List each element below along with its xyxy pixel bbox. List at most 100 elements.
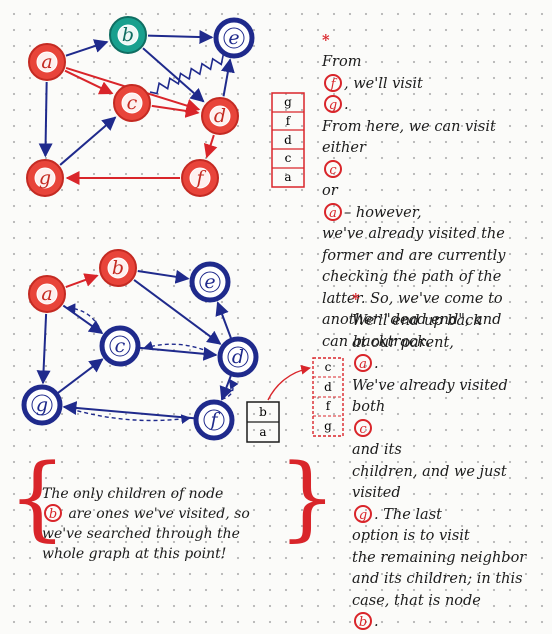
top-edge-b-d [142,47,205,103]
bottom-edge-g-c [57,358,104,394]
bottom-edge-a-g [36,313,51,385]
top-edge-a-b [65,39,109,57]
bottom-stack: b a c d f g [246,357,344,443]
bottom-left-note: The only children of node b are ones we'… [42,464,282,564]
top-node-b: b [109,16,147,54]
top-edge-a-g [38,81,53,158]
popped-stack-item-2: d [324,380,332,394]
top-node-g-inner [34,167,56,189]
bottom-node-d: d [217,336,259,378]
bottom-backtrack-g-f [63,406,192,424]
top-right-note: * From f, we'll visit g. From here, we c… [322,8,552,353]
bottom-edge-c-d [139,346,218,361]
top-node-e-label: e [228,27,239,49]
bottom-node-g-inner [31,394,53,416]
nodes-layer: a b e c d g f a b e c d g f [21,16,259,441]
bottom-node-e: e [189,261,231,303]
top-node-d: d [201,97,239,135]
note-text: are ones we've visited, so we've searche… [42,506,250,562]
bottom-node-f-inner [203,409,225,431]
top-node-f-inner [189,167,211,189]
bottom-node-c-inner [109,335,131,357]
bottom-node-a-label: a [41,283,52,305]
bottom-node-b-inner [107,257,129,279]
top-node-c-inner [121,92,143,114]
top-stack-item-1: g [284,95,292,109]
note-text: The only children of node [42,486,224,502]
node-ref-f: f [324,73,342,92]
bottom-node-a: a [28,275,66,313]
top-node-c: c [113,84,151,122]
bottom-node-d-inner [227,346,249,368]
node-ref-a: a [354,354,372,372]
note-text: . We've already visited both [352,356,508,415]
top-node-a-label: a [41,51,52,73]
top-node-g: g [26,159,64,197]
note-text: . The last option is to visit the remain… [352,506,527,609]
node-ref-c: c [354,418,372,437]
bottom-node-d-label: d [232,346,244,368]
bottom-stack-item-2: a [259,425,266,439]
bottom-node-c: c [99,325,141,367]
top-edge-b-e [147,30,214,45]
node-ref-g: g [354,504,372,523]
top-edge-d-e [220,58,235,97]
bottom-node-e-label: e [204,271,215,293]
note-text: and its children, and we just visited [352,442,507,501]
note-text: , we'll visit [344,75,423,92]
top-node-b-label: b [122,24,134,46]
top-node-a: a [28,43,66,81]
edges-layer [36,30,239,424]
top-stack-item-4: c [285,151,292,165]
note-text: We'll end up back at our parent, [352,313,483,351]
top-edge-a-c [64,69,114,95]
bottom-right-note: * We'll end up back at our parent, a. We… [352,267,552,634]
note-text: . From here, we can visit either [322,97,496,156]
crossed-out-edge [149,53,225,95]
top-node-d-label: d [214,105,226,127]
note-text: or [322,183,338,199]
bottom-edge-b-d [133,279,222,345]
bottom-edge-a-b [65,273,99,289]
top-edge-d-f [203,134,218,159]
top-node-e: e [213,17,255,59]
close-brace: } [278,444,337,551]
open-brace: { [8,444,67,551]
bottom-node-f: f [193,399,235,441]
bottom-edge-b-e [137,269,190,284]
bottom-node-g: g [21,384,63,426]
popped-stack-item-1: c [325,360,332,374]
bottom-backtrack-c-a [65,303,103,334]
top-node-c-label: c [127,92,138,114]
bottom-backtrack-d-c [142,341,217,356]
bottom-node-c-label: c [115,335,126,357]
top-node-e-inner [223,27,245,49]
bottom-edge-d-e [215,301,232,339]
bottom-node-e-inner [199,271,221,293]
top-node-a-inner [36,51,58,73]
star-marker: * [322,31,330,49]
top-node-g-label: g [39,167,51,189]
bottom-node-g-label: g [36,394,48,416]
note-text: From [322,54,362,70]
note-text: – however, we've already visited the for… [322,204,506,350]
top-node-b-inner [117,24,139,46]
top-stack-item-5: a [284,170,291,184]
top-stack-item-2: f [286,114,292,128]
top-stack-item-3: d [284,133,292,147]
bottom-node-a-inner [36,283,58,305]
bottom-node-f-label: f [208,409,220,431]
bottom-stack-item-1: b [259,405,267,419]
bottom-edge-f-g [62,401,195,420]
node-ref-c: c [324,159,342,178]
node-ref-b: b [354,612,372,630]
top-node-f-label: f [194,167,206,189]
node-ref-a: a [324,202,342,221]
top-node-f: f [181,159,219,197]
bottom-backtrack-f-d [221,378,239,401]
node-ref-b: b [44,504,62,522]
bottom-edge-a-c [62,304,104,335]
popped-stack-item-4: g [324,419,332,433]
bottom-node-b: b [99,249,137,287]
